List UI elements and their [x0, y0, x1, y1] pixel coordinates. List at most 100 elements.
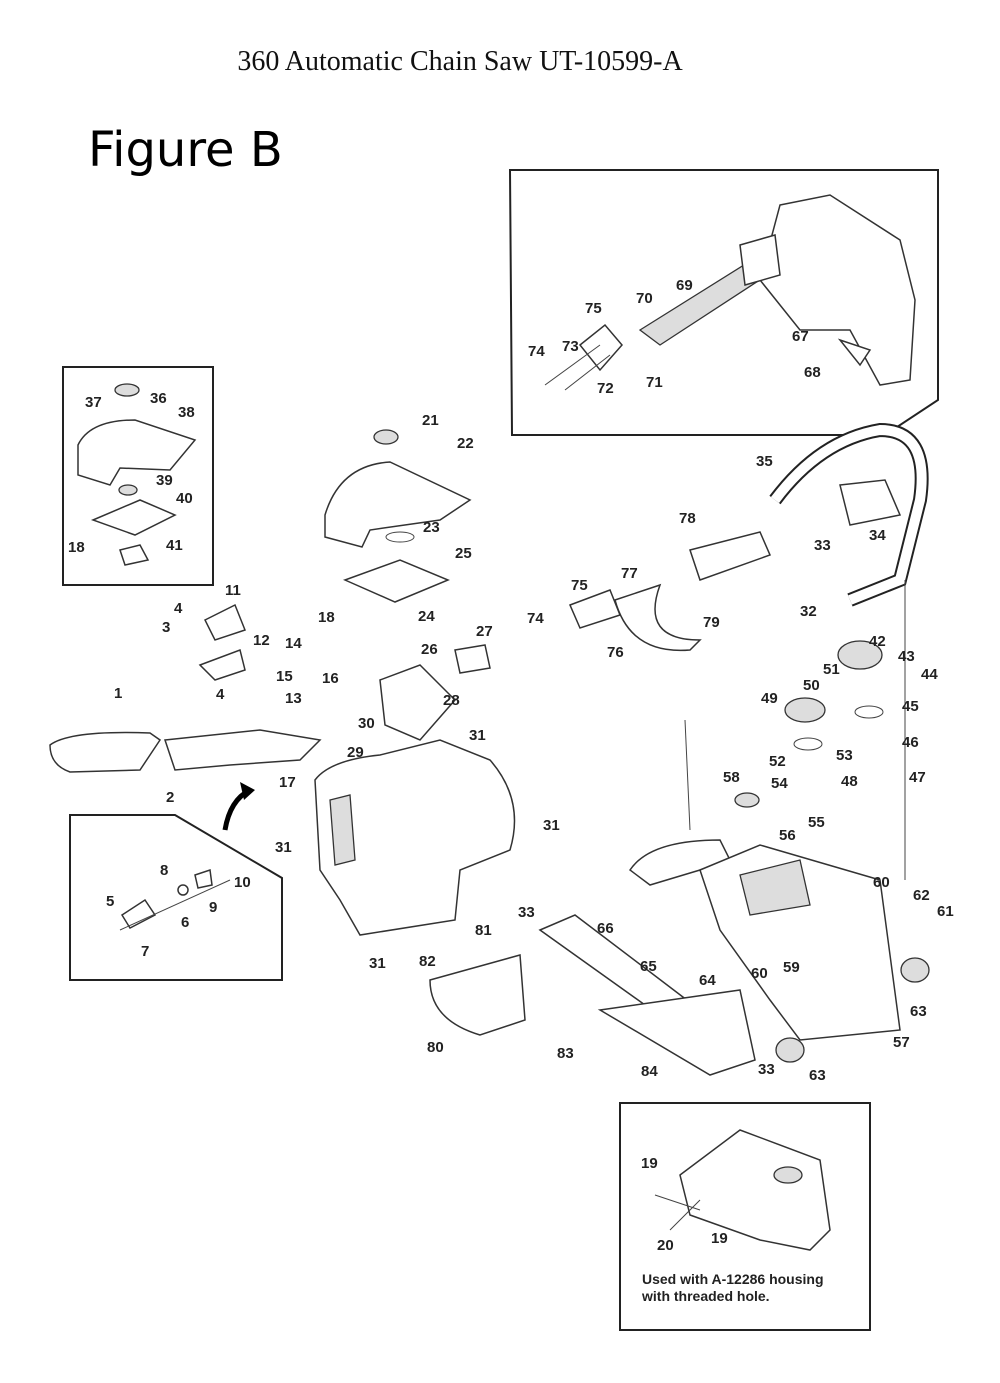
callout-label: 75 — [585, 300, 602, 317]
callout-label: 74 — [528, 343, 545, 360]
callout-label: 71 — [646, 374, 663, 391]
callout-label: 60 — [873, 874, 890, 891]
callout-label: 40 — [176, 490, 193, 507]
callout-label: 28 — [443, 692, 460, 709]
callout-label: 21 — [422, 412, 439, 429]
switch-inset-drawing — [119, 869, 231, 931]
callout-label: 31 — [275, 839, 292, 856]
callout-label: 24 — [418, 608, 435, 625]
callout-label: 76 — [607, 644, 624, 661]
callout-label: 18 — [68, 539, 85, 556]
handle-bracket-drawing — [544, 194, 916, 391]
inset-note-line-1: Used with A-12286 housing — [642, 1271, 824, 1287]
callout-label: 12 — [253, 632, 270, 649]
callout-label: 74 — [527, 610, 544, 627]
callout-label: 51 — [823, 661, 840, 678]
callout-label: 41 — [166, 537, 183, 554]
callout-label: 22 — [457, 435, 474, 452]
housing-inset-drawing — [654, 1129, 831, 1251]
callout-label: 13 — [285, 690, 302, 707]
figure-heading: Figure B — [88, 122, 283, 178]
callout-label: 29 — [347, 744, 364, 761]
handlebar-tank-drawing — [429, 422, 930, 1076]
callout-label: 31 — [543, 817, 560, 834]
engine-assembly-drawing — [49, 429, 516, 936]
callout-label: 56 — [779, 827, 796, 844]
callout-label: 61 — [937, 903, 954, 920]
callout-label: 72 — [597, 380, 614, 397]
callout-label: 84 — [641, 1063, 658, 1080]
inset-switch-box — [69, 814, 283, 981]
callout-label: 31 — [369, 955, 386, 972]
callout-label: 25 — [455, 545, 472, 562]
callout-label: 80 — [427, 1039, 444, 1056]
callout-label: 14 — [285, 635, 302, 652]
callout-label: 8 — [160, 862, 168, 879]
callout-label: 64 — [699, 972, 716, 989]
inset-handle-box — [508, 169, 939, 436]
callout-label: 49 — [761, 690, 778, 707]
callout-label: 18 — [318, 609, 335, 626]
callout-label: 73 — [562, 338, 579, 355]
callout-label: 36 — [150, 390, 167, 407]
callout-label: 33 — [814, 537, 831, 554]
inset-note-line-2: with threaded hole. — [641, 1288, 770, 1304]
callout-label: 10 — [234, 874, 251, 891]
callout-label: 52 — [769, 753, 786, 770]
callout-label: 26 — [421, 641, 438, 658]
callout-label: 44 — [921, 666, 938, 683]
callout-label: 63 — [910, 1003, 927, 1020]
inset-air-filter-box — [62, 366, 214, 586]
callout-label: 81 — [475, 922, 492, 939]
callout-label: 43 — [898, 648, 915, 665]
callout-label: 46 — [902, 734, 919, 751]
callout-label: 15 — [276, 668, 293, 685]
callout-label: 65 — [640, 958, 657, 975]
air-filter-inset-drawing — [77, 383, 197, 566]
callout-label: 78 — [679, 510, 696, 527]
callout-label: 19 — [711, 1230, 728, 1247]
callout-label: 30 — [358, 715, 375, 732]
callout-label: 17 — [279, 774, 296, 791]
callout-label: 4 — [174, 600, 183, 617]
callout-label: 32 — [800, 603, 817, 620]
callout-label: 23 — [423, 519, 440, 536]
callout-label: 79 — [703, 614, 720, 631]
callout-label: 3 — [162, 619, 170, 636]
callout-label: 1 — [114, 685, 122, 702]
callout-label: 60 — [751, 965, 768, 982]
callout-label: 11 — [225, 582, 241, 599]
callout-label: 45 — [902, 698, 919, 715]
callout-label: 69 — [676, 277, 693, 294]
callout-label: 54 — [771, 775, 788, 792]
callout-label: 9 — [209, 899, 217, 916]
callout-label: 39 — [156, 472, 173, 489]
callout-label: 68 — [804, 364, 821, 381]
callout-label: 82 — [419, 953, 436, 970]
callout-label: 62 — [913, 887, 930, 904]
callout-label: 75 — [571, 577, 588, 594]
callout-label: 5 — [106, 893, 114, 910]
callout-label: 67 — [792, 328, 809, 345]
callout-label: 37 — [85, 394, 102, 411]
callout-label: 2 — [166, 789, 174, 806]
callout-label: 59 — [783, 959, 800, 976]
callout-label: 31 — [469, 727, 486, 744]
callout-label: 53 — [836, 747, 853, 764]
callout-label: 77 — [621, 565, 638, 582]
callout-label: 38 — [178, 404, 195, 421]
callout-label: 57 — [893, 1034, 910, 1051]
callout-label: 20 — [657, 1237, 674, 1254]
callout-label: 50 — [803, 677, 820, 694]
inset-housing-box — [619, 1102, 871, 1331]
callout-label: 33 — [758, 1061, 775, 1078]
document-title: 360 Automatic Chain Saw UT-10599-A — [237, 46, 683, 77]
callout-label: 19 — [641, 1155, 658, 1172]
callout-label: 55 — [808, 814, 825, 831]
callout-label: 70 — [636, 290, 653, 307]
callout-label: 27 — [476, 623, 493, 640]
callout-label: 6 — [181, 914, 189, 931]
callout-label: 34 — [869, 527, 886, 544]
